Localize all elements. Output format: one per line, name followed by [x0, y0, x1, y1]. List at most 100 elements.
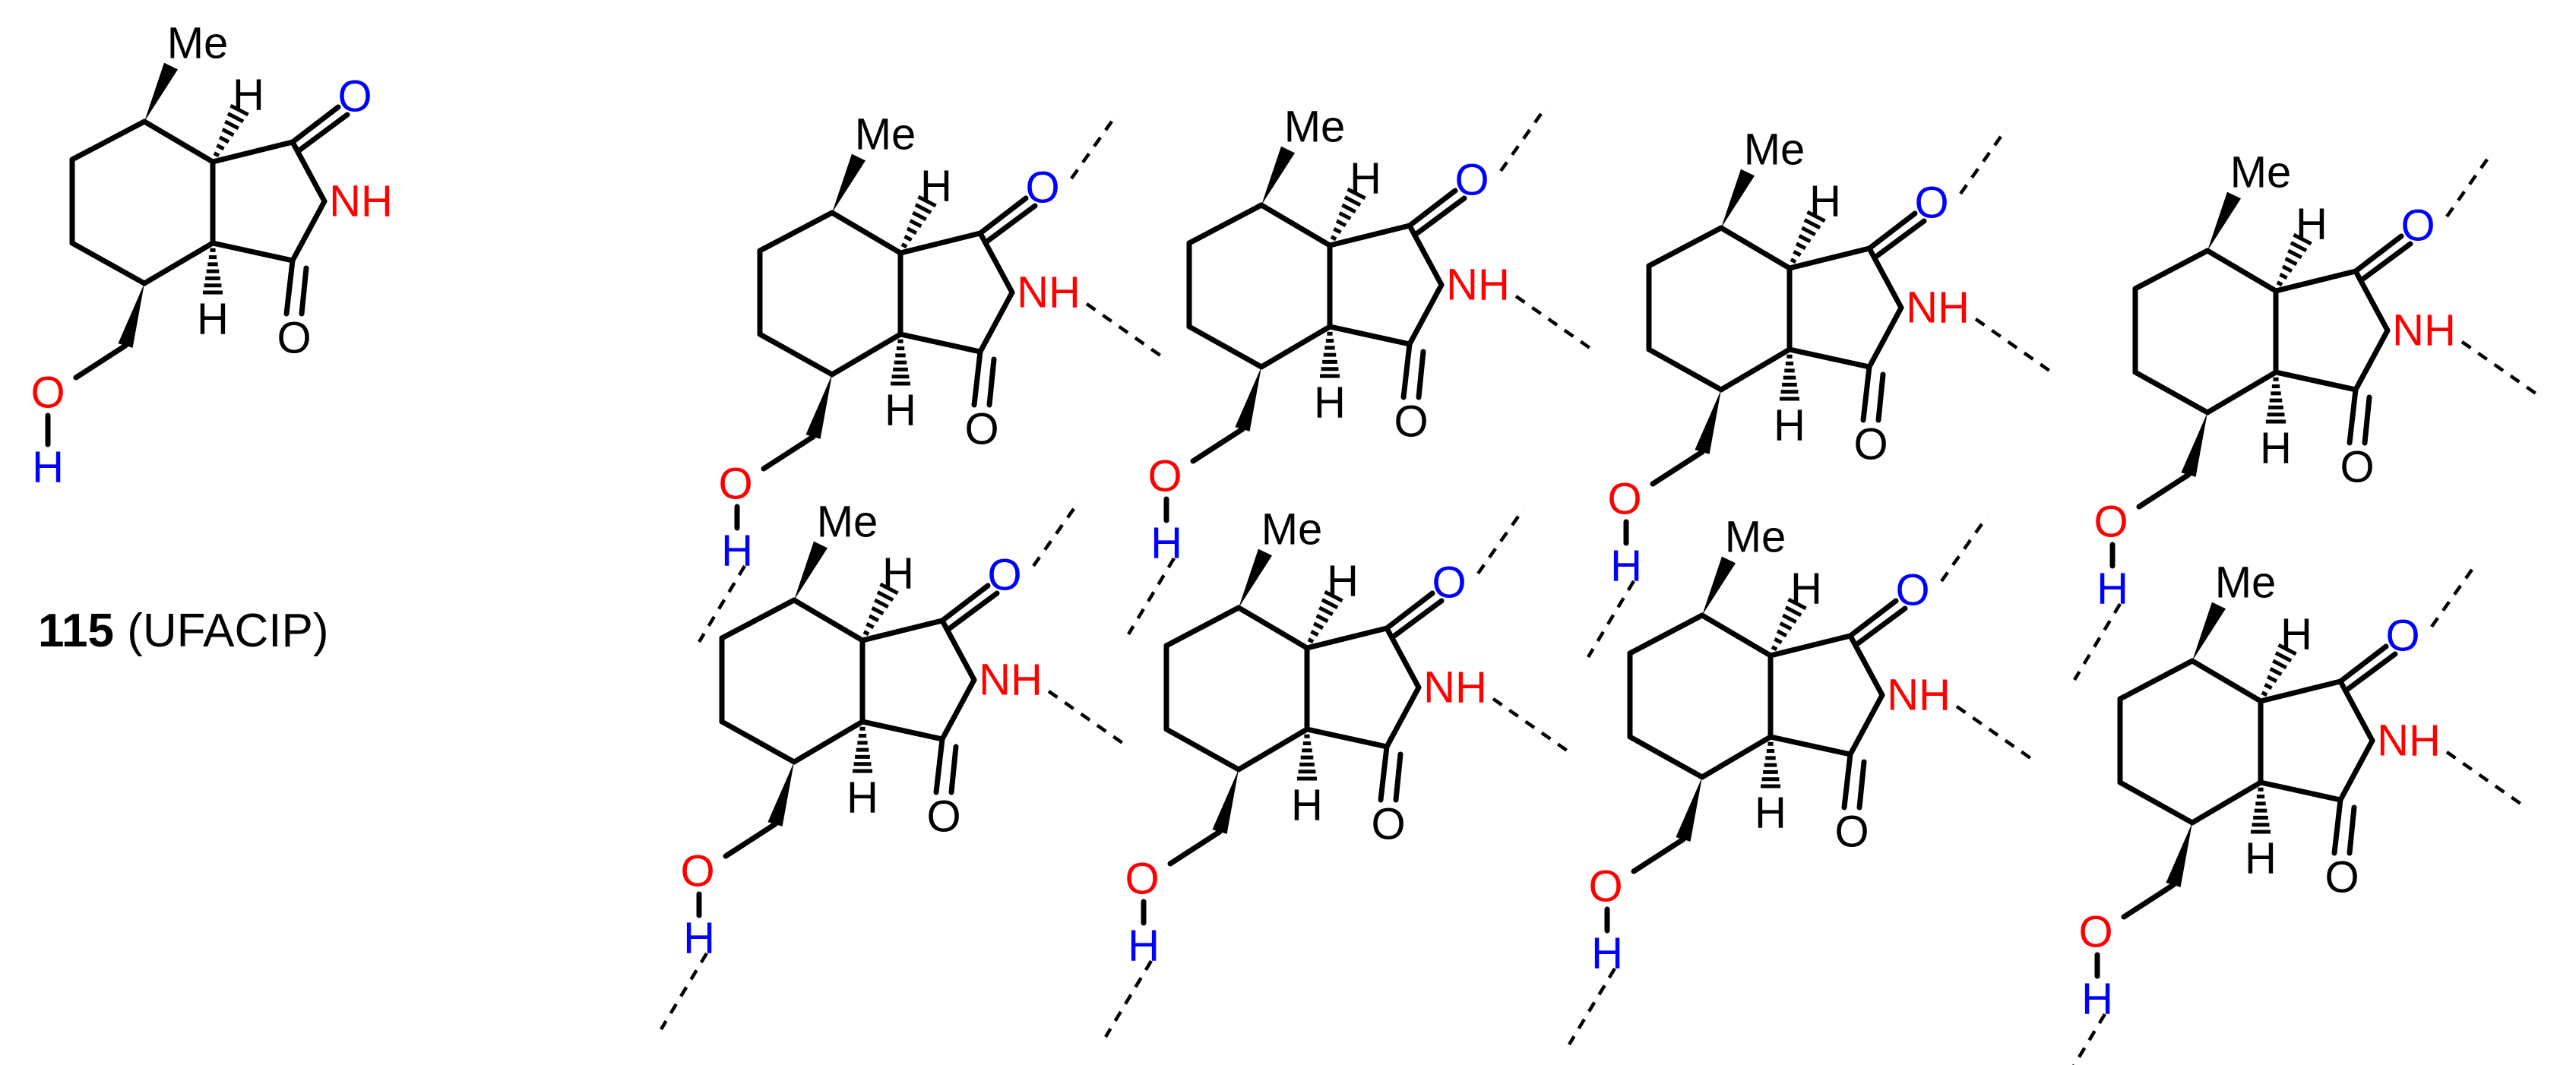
- imide-ring-bond: [1304, 726, 1390, 750]
- ring-fusion-hash-bond: [900, 194, 937, 249]
- ring-fusion-h-label: H: [1350, 154, 1381, 204]
- imide-ring-bond: [1304, 625, 1390, 651]
- imide-ring-bond: [290, 139, 328, 204]
- carbonyl-bond: [2337, 643, 2389, 684]
- ring-fusion-h-label: H: [882, 549, 914, 599]
- hydroxyl-hydrogen-label: H: [1128, 921, 1160, 971]
- cyclohexane-bond: [791, 597, 866, 643]
- methyl-label: Me: [1744, 125, 1805, 175]
- hydroxyl-hydrogen-label: H: [2097, 564, 2128, 614]
- carbonyl-bond: [2345, 651, 2398, 692]
- cyclohexane-bond: [757, 210, 835, 254]
- ring-fusion-h-label: H: [2296, 200, 2328, 249]
- oh-o-hydrogen-bond: [2073, 602, 2122, 681]
- carbonyl-oxygen-label: O: [987, 551, 1021, 600]
- imide-ring-bond: [1767, 734, 1853, 757]
- carbonyl-oxygen-label: O: [1432, 558, 1466, 608]
- carbonyl-oxygen-label: O: [2400, 201, 2435, 251]
- ring-fusion-hash-bond: [1307, 589, 1343, 644]
- nh-o-hydrogen-bond: [1955, 705, 2034, 761]
- imide-ring-bond: [210, 139, 296, 165]
- hydroxymethyl-wedge-bond: [2181, 412, 2207, 477]
- hydroxymethyl-bond: [2136, 472, 2191, 510]
- ring-fusion-h-label: H: [1790, 564, 1822, 614]
- imide-ring-bond: [1327, 223, 1413, 248]
- methyl-label: Me: [1725, 513, 1786, 562]
- imide-ring-bond: [939, 677, 977, 742]
- ring-fusion-hash-bond: [203, 248, 223, 295]
- imide-ring-bond: [1786, 346, 1872, 370]
- carbonyl-oxygen-label: O: [2340, 443, 2374, 492]
- carbonyl-bond: [1393, 751, 1404, 803]
- methyl-label: Me: [1261, 505, 1323, 555]
- ring-fusion-hash-bond: [1330, 187, 1366, 242]
- carbonyl-bond: [1416, 349, 1426, 400]
- carbonyl-bond: [948, 744, 959, 795]
- hydroxymethyl-bond: [1631, 836, 1686, 874]
- hydroxyl-oxygen-label: O: [2093, 498, 2128, 547]
- ring-fusion-h-label: H: [920, 162, 952, 211]
- carbonyl-bond: [1874, 218, 1927, 259]
- oh-o-hydrogen-bond: [1127, 557, 1176, 636]
- methyl-wedge-bond: [1261, 146, 1296, 205]
- imide-ring-bond: [977, 289, 1015, 355]
- ring-fusion-hash-bond: [213, 103, 249, 158]
- hydroxymethyl-wedge-bond: [1676, 777, 1702, 842]
- co-ho-hydrogen-bond: [1032, 500, 1081, 567]
- ring-fusion-hash-bond: [2251, 787, 2271, 834]
- carbonyl-oxygen-label: O: [964, 405, 998, 454]
- methyl-wedge-bond: [832, 153, 866, 213]
- ring-fusion-h-label: H: [1327, 557, 1359, 606]
- ring-fusion-h-label: H: [1291, 781, 1323, 830]
- imide-ring-bond: [1866, 305, 1904, 370]
- cyclohexane-bond: [1699, 734, 1774, 780]
- carbonyl-bond: [297, 112, 350, 153]
- hydroxyl-oxygen-label: O: [718, 460, 752, 509]
- carbonyl-bond: [1391, 598, 1445, 639]
- hydroxymethyl-bond: [1190, 426, 1245, 464]
- hydroxyl-hydrogen-label: H: [683, 914, 715, 963]
- imide-ring-bond: [2258, 678, 2343, 704]
- carbonyl-bond: [1384, 590, 1435, 631]
- nh-o-hydrogen-bond: [1514, 295, 1593, 351]
- carbonyl-oxygen-label: O: [1895, 566, 1929, 615]
- co-ho-hydrogen-bond: [1940, 515, 1989, 583]
- oh-o-hydrogen-bond: [1587, 580, 1635, 659]
- hydroxyl-oxygen-label: O: [1588, 862, 1622, 912]
- nh-o-hydrogen-bond: [1492, 697, 1571, 754]
- ring-fusion-h-label: H: [197, 295, 229, 344]
- compound-number: 115: [38, 605, 115, 657]
- carbonyl-bond: [2360, 241, 2413, 282]
- carbonyl-bond: [2362, 394, 2372, 446]
- carbonyl-bond: [1875, 371, 1886, 423]
- carbonyl-oxygen-label: O: [1371, 800, 1405, 849]
- imide-nh-label: NH: [1423, 663, 1487, 713]
- cyclohexane-bond: [2204, 369, 2279, 416]
- nh-o-hydrogen-bond: [1085, 302, 1164, 359]
- hydroxymethyl-bond: [1167, 829, 1223, 867]
- ring-fusion-h-label: H: [1755, 788, 1786, 838]
- carbonyl-oxygen-label: O: [1834, 807, 1869, 857]
- hydroxymethyl-wedge-bond: [805, 374, 832, 439]
- imide-nh-label: NH: [1887, 671, 1951, 720]
- methyl-label: Me: [1284, 103, 1346, 152]
- cyclohexane-bond: [1163, 726, 1242, 773]
- carbonyl-oxygen-label: O: [277, 314, 311, 363]
- cyclohexane-bond: [2117, 658, 2195, 702]
- carbonyl-bond: [290, 104, 341, 145]
- imide-ring-bond: [2337, 678, 2375, 744]
- ring-fusion-hash-bond: [891, 339, 910, 386]
- ring-fusion-hash-bond: [1780, 354, 1799, 401]
- methyl-wedge-bond: [2192, 602, 2226, 661]
- carbonyl-bond: [1847, 598, 1899, 639]
- ring-fusion-h-label: H: [233, 71, 264, 120]
- methyl-label: Me: [855, 110, 916, 160]
- hydroxymethyl-wedge-bond: [1235, 367, 1261, 431]
- carbonyl-oxygen-label: O: [1394, 397, 1428, 447]
- imide-ring-bond: [897, 331, 983, 355]
- hydroxyl-oxygen-label: O: [30, 368, 65, 418]
- ring-fusion-hash-bond: [2261, 643, 2297, 697]
